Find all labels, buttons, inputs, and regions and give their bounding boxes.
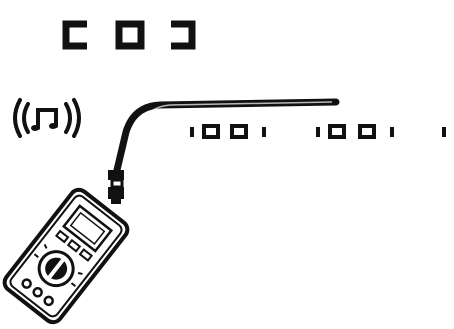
lcd-digit-reverse-c-icon bbox=[171, 24, 192, 46]
signal-bits bbox=[192, 126, 444, 137]
bit-0 bbox=[204, 126, 218, 137]
bit-0 bbox=[232, 126, 246, 137]
multimeter-icon bbox=[1, 186, 131, 326]
lcd-readout bbox=[66, 24, 192, 46]
bit-0 bbox=[330, 126, 344, 137]
tone-speaker-icon bbox=[15, 100, 79, 136]
lcd-digit-c-icon bbox=[66, 24, 87, 46]
bit-0 bbox=[360, 126, 374, 137]
cable-connector-icon bbox=[108, 170, 124, 204]
lcd-digit-o-icon bbox=[119, 24, 141, 46]
